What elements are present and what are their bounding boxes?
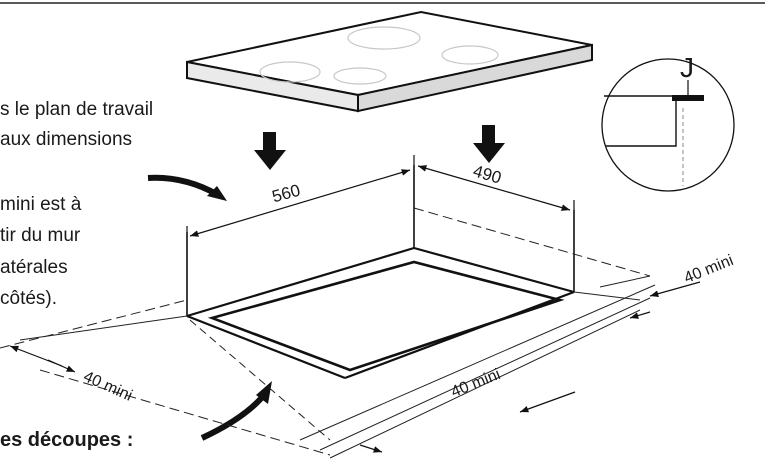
cutout-outline <box>186 165 575 380</box>
detail-circle <box>601 58 735 192</box>
dimension-min-left-line <box>9 345 76 373</box>
dimension-depth-line <box>417 165 575 211</box>
instruction-line-2: aux dimensions <box>0 129 133 150</box>
hob-illustration <box>186 10 593 113</box>
dimension-min-front-line <box>359 391 576 453</box>
dimension-width-line <box>186 155 415 237</box>
instruction-line-1: s le plan de travail <box>0 99 154 120</box>
instruction-line-3: mini est à <box>0 194 82 215</box>
instruction-line-4: tir du mur <box>0 225 81 246</box>
curved-arrow-icon <box>147 174 220 198</box>
instruction-line-5: atérales <box>0 257 68 278</box>
detail-label-j: J <box>680 52 694 83</box>
down-arrow-icon <box>473 125 505 163</box>
down-arrow-icon <box>254 132 286 170</box>
dimension-min-right-line <box>629 281 701 319</box>
curved-arrow-icon <box>200 393 267 441</box>
instruction-line-6: côtés). <box>0 288 58 309</box>
cutout-heading: es découpes : <box>0 429 134 451</box>
worktop-edges <box>0 207 656 459</box>
